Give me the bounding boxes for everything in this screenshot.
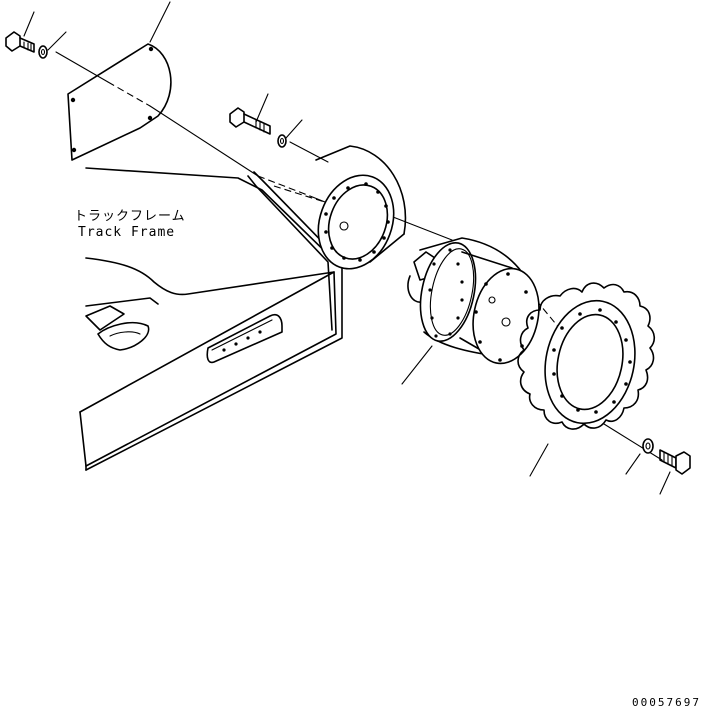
axis-line-mid-a [289,141,329,163]
track-frame-label-en: Track Frame [78,225,175,240]
washer-middle [277,134,287,148]
leader-washer-3 [625,453,641,475]
washer-bottom-right [642,438,654,454]
final-drive-motor [407,237,540,365]
bolt-middle [229,107,271,135]
bolt-bottom-right [659,449,691,475]
axis-line-upper-c [149,105,259,177]
leader-sprocket [529,443,549,477]
leader-cover-plate [149,1,171,43]
flange-bolt-holes [428,248,464,338]
axis-line-upper-d [257,175,311,197]
mounting-drum [315,145,407,270]
sprocket-bolt-holes [552,308,632,414]
track-frame [79,167,343,471]
axis-line-lower [603,423,663,461]
leader-bolt-3 [659,471,671,495]
leader-lines [23,1,671,495]
leader-bolt-1 [23,11,35,37]
bolt-top-left [5,31,35,53]
track-frame-label-jp: トラックフレーム [74,209,186,224]
drive-sprocket [517,282,656,430]
cover-plate [67,43,172,161]
leader-final-drive [401,345,433,385]
leader-washer-1 [47,31,67,51]
axis-line-upper-b [107,81,151,107]
drawing-number: 00057697 [632,696,701,709]
washer-top-left [38,45,48,59]
leader-bolt-2 [255,93,269,123]
leader-washer-2 [285,119,303,139]
drum-bolt-ring [324,182,390,262]
axis-line-upper-a [55,51,109,83]
motor-cover-bolts [474,272,534,362]
